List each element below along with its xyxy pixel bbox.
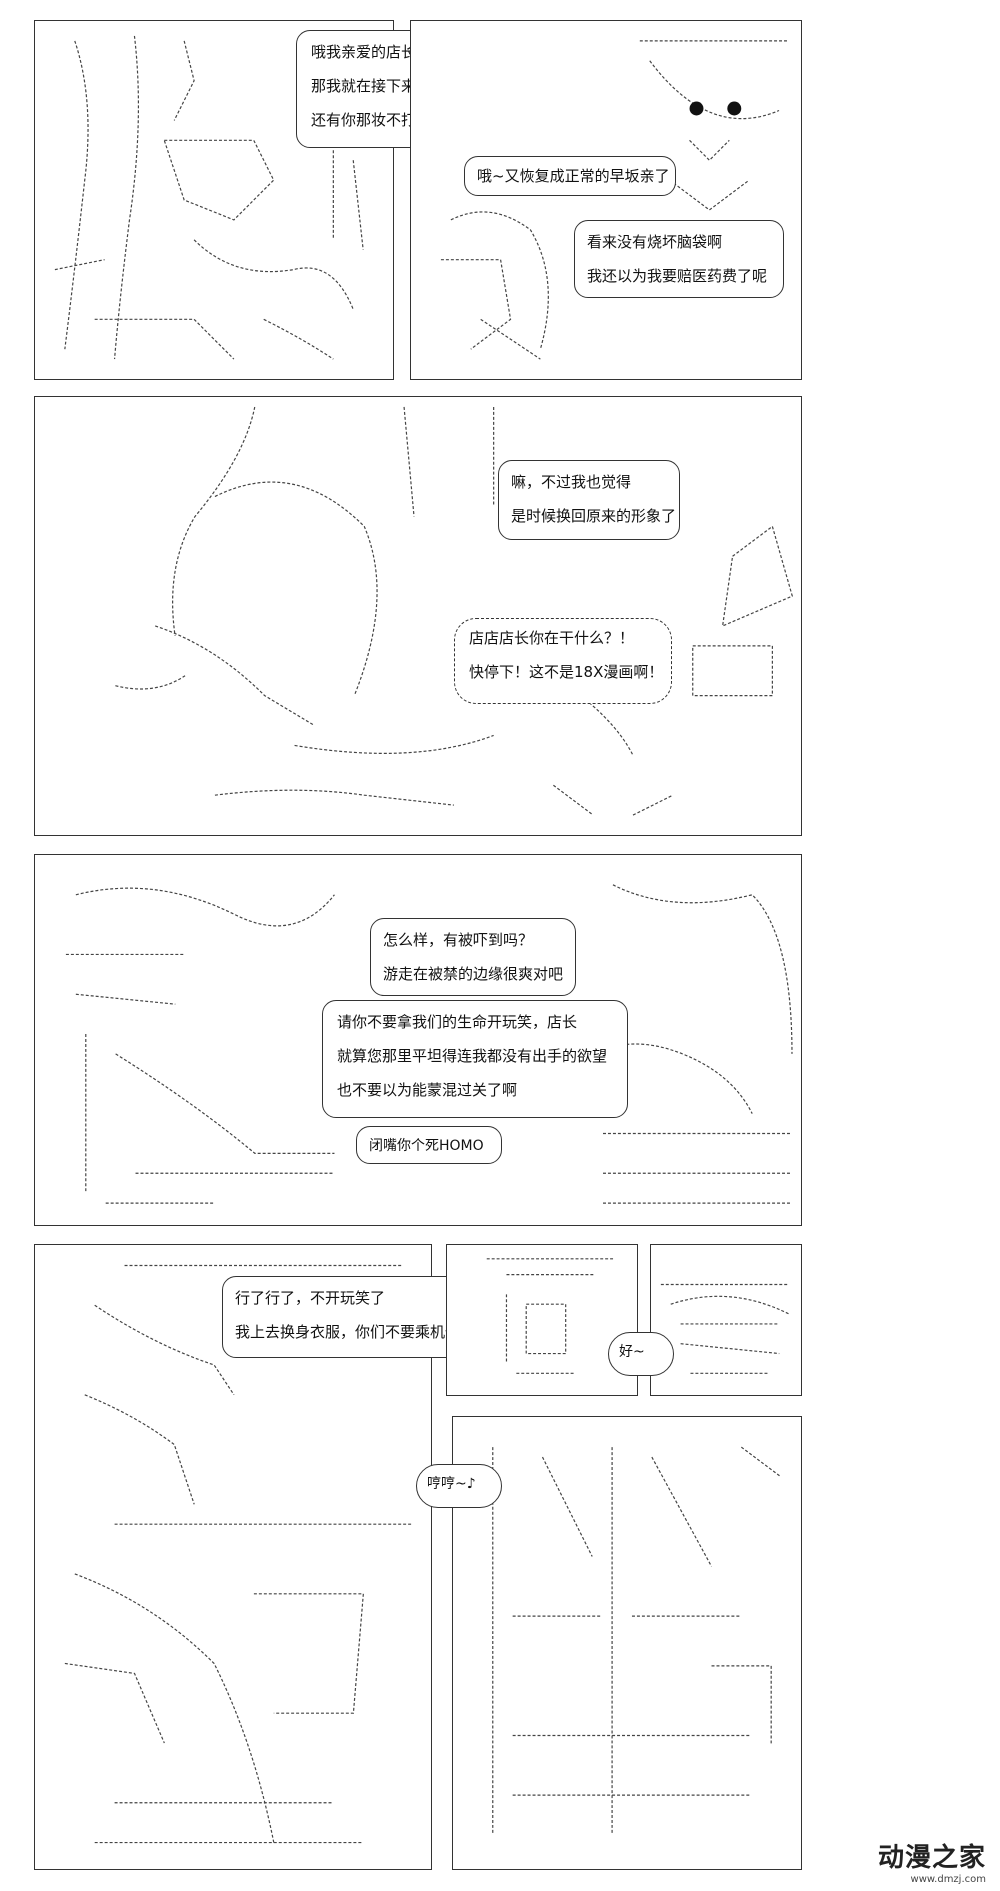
- panel-8-ascii-art: [492, 1446, 782, 1835]
- speech-bubble-p2-bottom: 看来没有烧坏脑袋啊 我还以为我要赔医药费了呢: [574, 220, 784, 298]
- bubble-line: 好~: [619, 1344, 645, 1360]
- bubble-line: 哦~又恢复成正常的早坂亲了: [477, 167, 670, 185]
- panel-3-ascii-art: [115, 406, 794, 816]
- bubble-line: 行了行了，不开玩笑了: [235, 1289, 386, 1307]
- bubble-line: 请你不要拿我们的生命开玩笑，店长: [337, 1013, 578, 1031]
- panel-1-ascii-art: [54, 35, 364, 360]
- bubble-line: 也不要以为能蒙混过关了啊: [337, 1081, 518, 1099]
- bubble-line: 游走在被禁的边缘很爽对吧: [383, 965, 564, 983]
- bubble-line: 嘛，不过我也觉得: [511, 473, 632, 491]
- bubble-line: 闭嘴你个死HOMO: [369, 1138, 484, 1154]
- watermark-url: www.dmzj.com: [910, 1874, 986, 1885]
- panel-5-ascii-art: [64, 1264, 414, 1844]
- panel-2-ascii-art: [440, 40, 789, 360]
- panel-8: [452, 1416, 802, 1870]
- speech-bubble-p6: 好~: [608, 1332, 674, 1376]
- panel-4-ascii-art: [65, 884, 793, 1204]
- bubble-line: 是时候换回原来的形象了: [511, 507, 677, 525]
- bubble-line: 怎么样，有被吓到吗？: [383, 931, 534, 949]
- panel-6: [446, 1244, 638, 1396]
- bubble-line: 我上去换身衣服，你们不要乘机偷懒啊: [235, 1323, 491, 1341]
- panel-6-ascii-art: [486, 1258, 616, 1374]
- panel-7: [650, 1244, 802, 1396]
- bubble-line: 快停下！这不是18X漫画啊！: [469, 663, 664, 681]
- bubble-line: 看来没有烧坏脑袋啊: [587, 233, 723, 251]
- speech-bubble-p4-mid: 请你不要拿我们的生命开玩笑，店长 就算您那里平坦得连我都没有出手的欲望 也不要以…: [322, 1000, 628, 1118]
- bubble-line: 就算您那里平坦得连我都没有出手的欲望: [337, 1047, 608, 1065]
- panel-3: [34, 396, 802, 836]
- bubble-line: 店店店长你在干什么？！: [469, 629, 635, 647]
- watermark-logo-text: 动漫之家: [877, 1843, 986, 1873]
- panel-7-ascii-art: [660, 1283, 790, 1374]
- bubble-line: 我还以为我要赔医药费了呢: [587, 267, 768, 285]
- panel-2: [410, 20, 802, 380]
- bubble-line: 哼哼~♪: [427, 1476, 476, 1492]
- speech-bubble-p8: 哼哼~♪: [416, 1464, 502, 1508]
- speech-bubble-p2-top: 哦~又恢复成正常的早坂亲了: [464, 156, 676, 196]
- speech-bubble-p3-top: 嘛，不过我也觉得 是时候换回原来的形象了: [498, 460, 680, 540]
- speech-bubble-p4-top: 怎么样，有被吓到吗？ 游走在被禁的边缘很爽对吧: [370, 918, 576, 996]
- site-watermark: 动漫之家 www.dmzj.com: [878, 1837, 986, 1885]
- speech-bubble-p4-small: 闭嘴你个死HOMO: [356, 1126, 502, 1164]
- shout-bubble-p3: 店店店长你在干什么？！ 快停下！这不是18X漫画啊！: [454, 618, 672, 704]
